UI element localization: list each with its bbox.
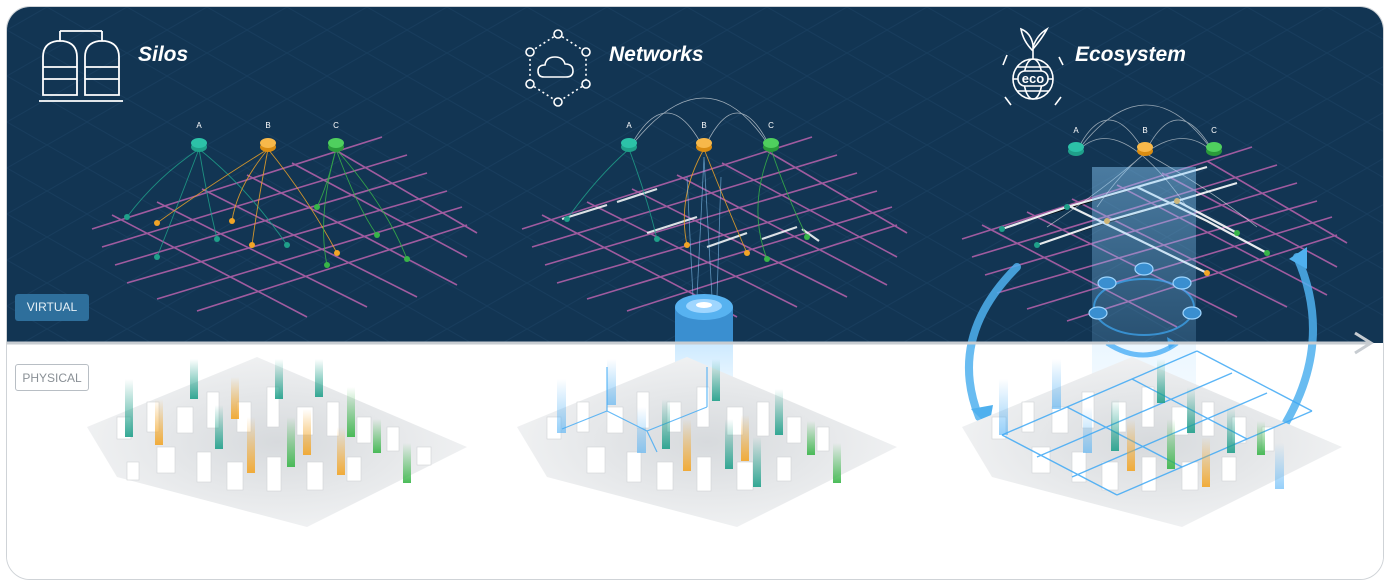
layer-divider-arrow <box>7 331 1374 355</box>
silo-hub-c <box>328 138 344 152</box>
eco-hub-a <box>1068 142 1084 156</box>
eco-hub-c <box>1206 142 1222 156</box>
diagram-frame: A B C <box>6 6 1384 580</box>
network-node-label-c: C <box>768 121 774 130</box>
silo-hub-b <box>260 138 276 152</box>
silo-endpoints <box>124 204 410 268</box>
panel-ecosystem: A B C <box>961 26 1348 527</box>
network-node-label-b: B <box>701 121 706 130</box>
network-hub-beams <box>686 156 722 298</box>
network-node-label-a: A <box>626 121 632 130</box>
panel-title-ecosystem: Ecosystem <box>1075 43 1186 66</box>
cloud-network-icon <box>525 29 591 107</box>
eco-cycle-arrows <box>965 253 1317 441</box>
eco-node-label-c: C <box>1211 126 1217 135</box>
silo-node-label-c: C <box>333 121 339 130</box>
silo-node-label-a: A <box>196 121 202 130</box>
eco-globe-icon <box>1002 26 1064 106</box>
network-beams <box>557 359 841 487</box>
silo-hub-a <box>191 138 207 152</box>
network-hub-c <box>763 138 779 152</box>
panel-networks: A B C <box>517 29 908 527</box>
eco-arrow-head-right <box>1289 247 1307 269</box>
panel-silos: A B C <box>39 30 478 527</box>
panel-title-networks: Networks <box>609 43 704 66</box>
network-highlight-roads <box>561 187 820 249</box>
eco-node-label-a: A <box>1073 126 1079 135</box>
network-hub-a <box>621 138 637 152</box>
silo-node-label-b: B <box>265 121 270 130</box>
physical-layer-label: PHYSICAL <box>15 364 89 391</box>
eco-beams <box>999 359 1284 489</box>
silo-links <box>126 148 408 266</box>
silo-city <box>87 357 467 527</box>
network-city <box>517 357 897 527</box>
virtual-layer-label: VIRTUAL <box>15 294 89 321</box>
panel-title-silos: Silos <box>138 43 189 66</box>
silo-tanks-icon <box>39 30 123 102</box>
eco-city <box>962 350 1342 527</box>
network-links <box>566 148 808 260</box>
diagram-canvas: A B C <box>7 7 1383 527</box>
eco-node-label-b: B <box>1142 126 1147 135</box>
network-endpoints <box>564 216 810 262</box>
network-arcs <box>628 97 772 150</box>
network-hub-b <box>696 138 712 152</box>
eco-hub-b <box>1137 142 1153 156</box>
silo-beams <box>125 359 411 483</box>
eco-icon-text: eco <box>1022 71 1044 86</box>
